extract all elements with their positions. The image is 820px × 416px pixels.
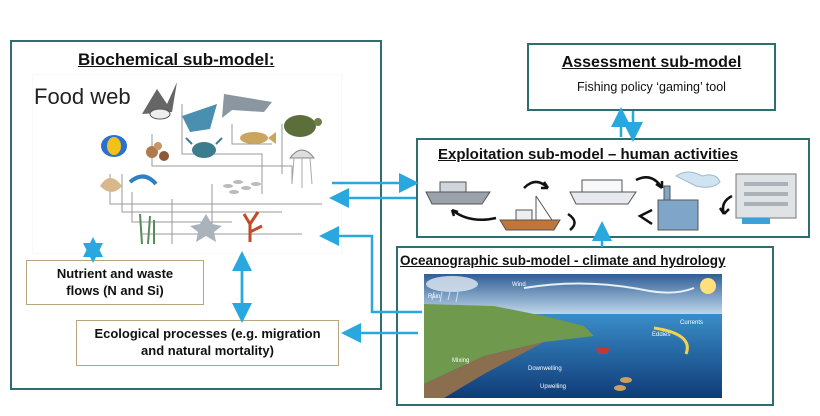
jellyfish-icon: [288, 149, 316, 188]
wind-label: Wind: [512, 282, 526, 288]
ecological-line-2: and natural mortality): [141, 343, 274, 358]
ray-icon: [182, 104, 217, 132]
coastline: [424, 304, 594, 384]
oceanographic-title: Oceanographic sub-model - climate and hy…: [400, 253, 726, 268]
fish-school-icon: [223, 180, 261, 194]
coastal-city-icon: [735, 173, 797, 224]
shrimp-icon: [128, 174, 158, 186]
food-web-label: Food web: [34, 84, 131, 109]
fish-icon: [240, 132, 276, 144]
starfish-icon: [190, 214, 222, 242]
coral-icon: [146, 142, 169, 161]
nutrient-waste-box: Nutrient and waste flows (N and Si): [26, 260, 204, 305]
eddies-label: Eddies: [652, 332, 670, 338]
downwelling-label: Downwelling: [528, 366, 562, 372]
industry-icon: [657, 171, 721, 231]
shark-icon: [222, 94, 272, 118]
red-coral-icon: [242, 211, 263, 242]
nutrient-line-2: flows (N and Si): [66, 283, 164, 298]
current-arrow: [653, 326, 689, 355]
wind-lines: [523, 282, 695, 294]
ecological-processes-box: Ecological processes (e.g. migration and…: [76, 320, 339, 366]
shell-icon: [100, 178, 122, 192]
ocean-climate-illustration: Rain Wind Currents Eddies Mixing Downwel…: [424, 274, 722, 398]
food-web-illustration: Food web: [32, 74, 342, 254]
assessment-title: Assessment sub-model: [561, 54, 742, 71]
currents-label: Currents: [680, 320, 703, 326]
recreational-boat-icon: [425, 181, 491, 205]
turtle-icon: [284, 115, 322, 137]
biochemical-title: Biochemical sub-model:: [78, 50, 275, 69]
upwelling-label: Upwelling: [540, 384, 566, 390]
angelfish-icon: [101, 135, 127, 157]
assessment-subtitle: Fishing policy ‘gaming’ tool: [577, 80, 726, 94]
mixing-label: Mixing: [452, 358, 469, 364]
exploitation-title: Exploitation sub-model – human activitie…: [438, 146, 739, 163]
ecological-line-1: Ecological processes (e.g. migration: [94, 326, 321, 341]
seabird-icon: [142, 82, 177, 120]
human-activities-illustration: [425, 171, 797, 231]
rain-label: Rain: [428, 294, 440, 300]
fish-icon: [614, 377, 632, 391]
fishing-boat-icon: [596, 348, 610, 354]
activity-cycle-arrows: [450, 176, 733, 231]
arrow-oceanographic-to-biochemical: [319, 226, 422, 314]
trawler-icon: [499, 195, 561, 231]
seagrass-icon: [139, 213, 155, 245]
cloud-icon: [426, 276, 478, 292]
crab-icon: [185, 137, 223, 158]
ferry-icon: [569, 179, 637, 205]
nutrient-line-1: Nutrient and waste: [56, 266, 174, 281]
assessment-submodel-box: Assessment sub-model Fishing policy ‘gam…: [527, 43, 776, 111]
sun-icon: [700, 278, 716, 294]
